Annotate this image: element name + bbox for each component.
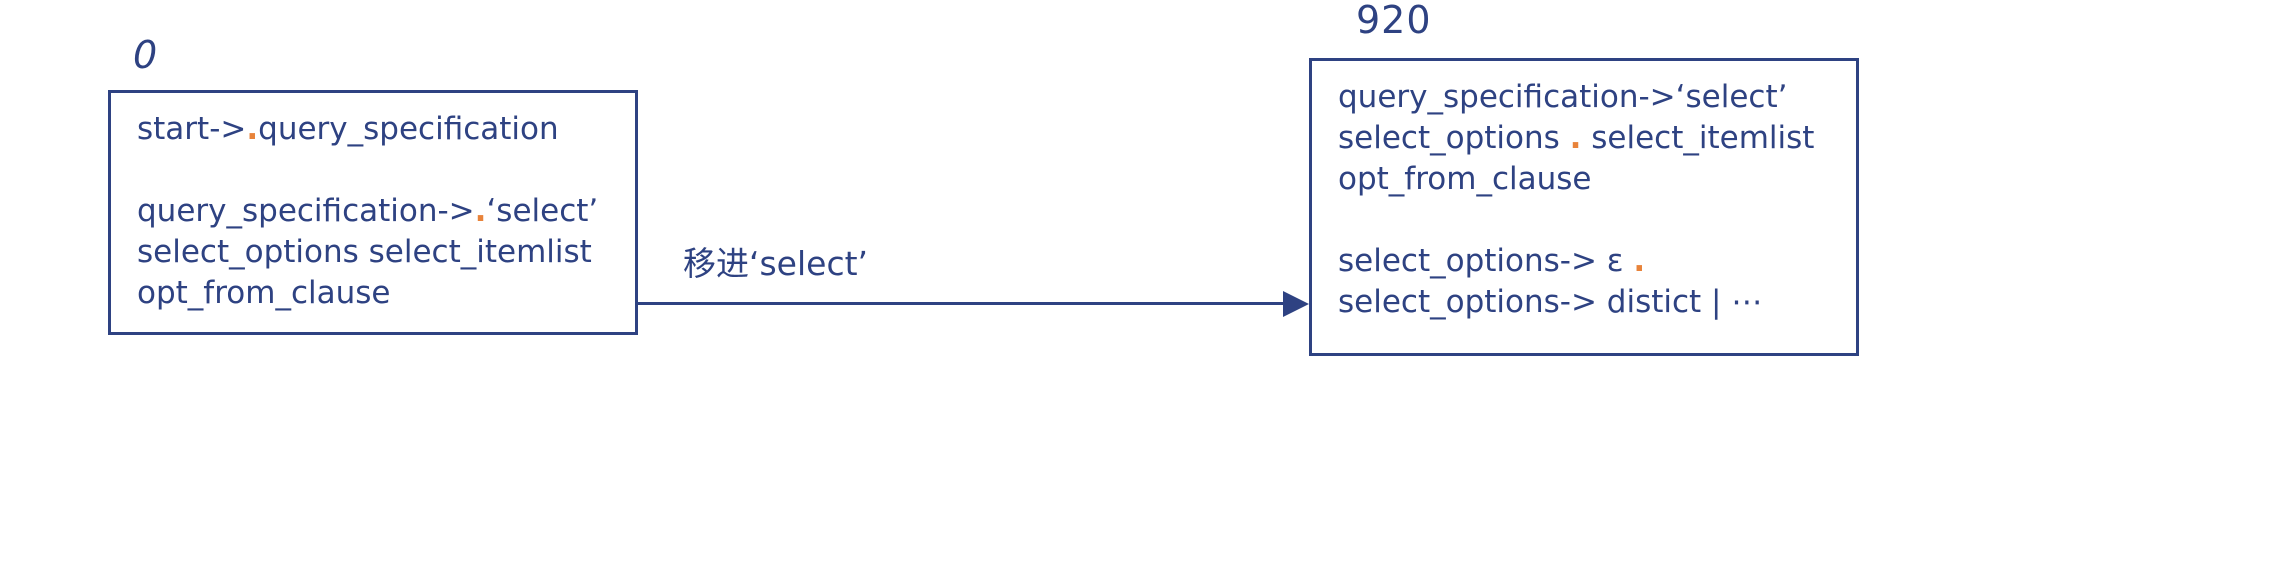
item-line: select_options select_itemlist xyxy=(137,232,625,273)
parse-dot-marker: . xyxy=(1569,120,1582,156)
item-text: ‘select’ xyxy=(486,193,599,229)
item-line: opt_from_clause xyxy=(1338,159,1846,200)
item-text: query_specification->‘select’ xyxy=(1338,79,1788,115)
parse-dot-marker: . xyxy=(474,193,487,229)
item-line: start->.query_specification xyxy=(137,109,625,150)
item-line-blank xyxy=(137,150,625,191)
parse-dot-marker: . xyxy=(246,111,259,147)
item-line: select_options . select_itemlist xyxy=(1338,118,1846,159)
item-text: query_specification-> xyxy=(137,193,475,229)
transition-arrow xyxy=(638,289,1310,319)
item-text: query_specification xyxy=(258,111,559,147)
item-text: opt_from_clause xyxy=(137,275,391,311)
item-text: select_options-> ε xyxy=(1338,243,1634,279)
item-line: select_options-> distict | ⋯ xyxy=(1338,282,1846,323)
right-state-item-box: query_specification->‘select’select_opti… xyxy=(1309,58,1859,356)
item-text: select_options-> distict | ⋯ xyxy=(1338,284,1763,320)
item-text: select_itemlist xyxy=(1581,120,1815,156)
item-text: select_options select_itemlist xyxy=(137,234,592,270)
parse-dot-marker: . xyxy=(1633,243,1646,279)
item-text: select_options xyxy=(1338,120,1570,156)
arrow-head-icon xyxy=(1283,291,1309,317)
item-line: query_specification->.‘select’ xyxy=(137,191,625,232)
item-line-blank xyxy=(1338,200,1846,241)
transition-arrow-label: 移进‘select’ xyxy=(683,244,869,283)
item-line: query_specification->‘select’ xyxy=(1338,77,1846,118)
right-state-item-list: query_specification->‘select’select_opti… xyxy=(1338,77,1846,323)
item-text: opt_from_clause xyxy=(1338,161,1592,197)
item-line: select_options-> ε . xyxy=(1338,241,1846,282)
arrow-shaft-icon xyxy=(638,302,1286,305)
left-state-id-label: 0 xyxy=(133,33,159,77)
item-line: opt_from_clause xyxy=(137,273,625,314)
item-text: start-> xyxy=(137,111,247,147)
right-state-id-label: 920 xyxy=(1356,0,1432,42)
